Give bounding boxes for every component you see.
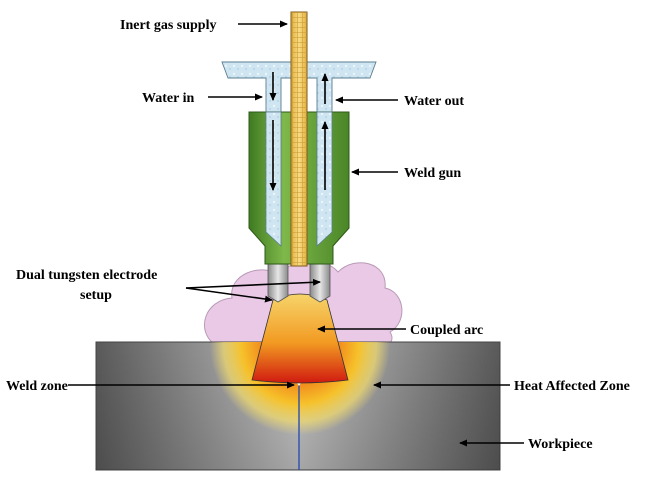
callout-arrows — [68, 20, 524, 447]
label-heat-affected-zone: Heat Affected Zone — [514, 379, 630, 394]
label-weld-zone: Weld zone — [6, 379, 68, 394]
inert-gas-supply-rod — [290, 11, 308, 267]
arrowhead-icon — [185, 278, 321, 289]
label-workpiece: Workpiece — [528, 437, 593, 452]
label-water-in: Water in — [142, 91, 194, 106]
label-water-out: Water out — [404, 94, 464, 109]
arrowhead-icon — [185, 287, 273, 303]
label-coupled-arc: Coupled arc — [410, 323, 483, 338]
coupled-arc — [251, 293, 349, 384]
label-dual-tungsten-line1: Dual tungsten electrode — [16, 268, 157, 283]
heat-affected-zone — [205, 342, 395, 437]
label-weld-gun: Weld gun — [404, 166, 461, 181]
label-inert-gas-supply: Inert gas supply — [120, 18, 216, 33]
label-dual-tungsten-line2: setup — [80, 288, 112, 303]
labels: Inert gas supply Water in Water out Weld… — [6, 18, 630, 452]
